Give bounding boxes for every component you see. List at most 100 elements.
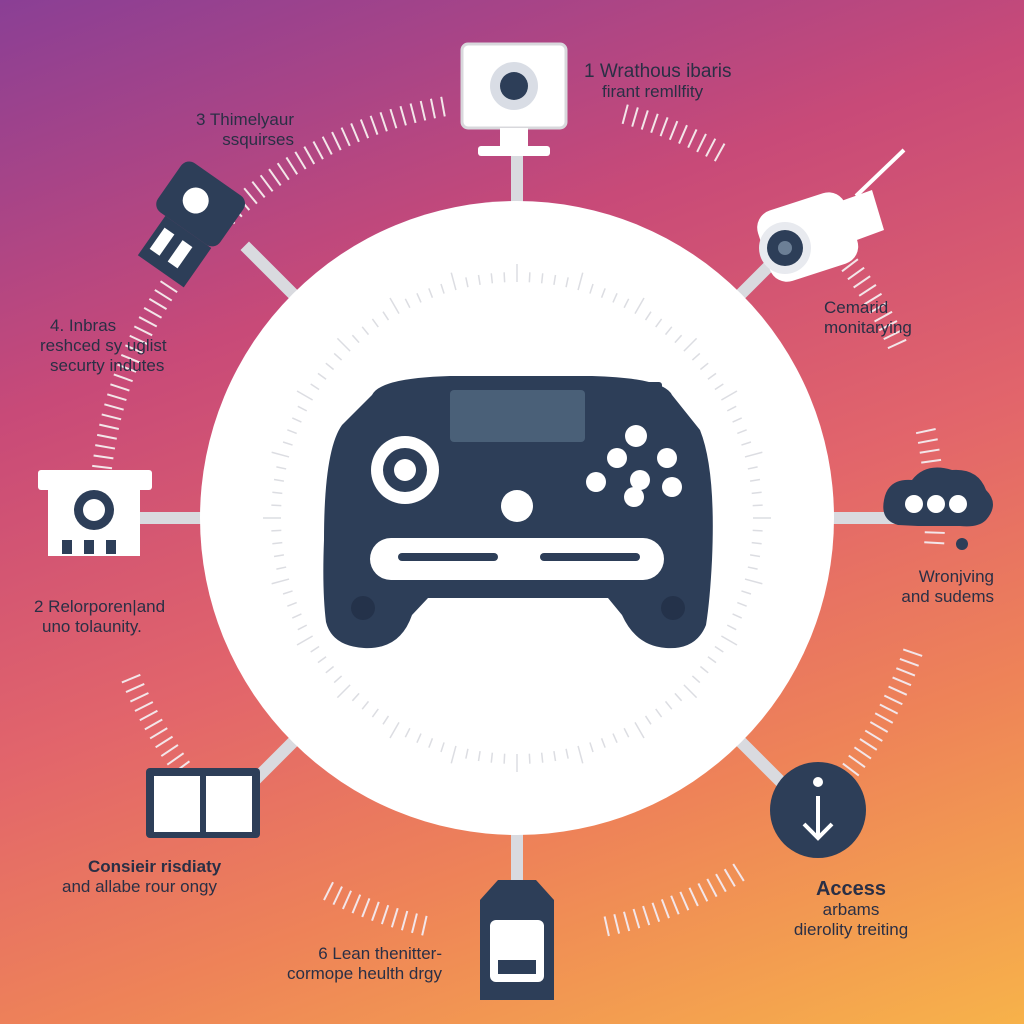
inner-tick (282, 590, 293, 595)
outer-tick (874, 712, 894, 724)
outer-tick (312, 141, 324, 160)
inner-tick (577, 745, 584, 764)
outer-tick (155, 735, 174, 749)
outer-tick (332, 886, 343, 906)
inner-tick (565, 748, 569, 759)
gamepad-icon (323, 376, 713, 649)
inner-tick (310, 645, 320, 653)
inner-tick (714, 383, 724, 391)
inner-tick (287, 429, 297, 435)
outer-tick (99, 423, 120, 430)
inner-tick (503, 753, 506, 764)
outer-tick (106, 393, 127, 402)
outer-tick (899, 657, 920, 667)
outer-tick (678, 124, 688, 144)
inner-tick (287, 601, 297, 607)
outer-tick (121, 673, 141, 684)
inner-tick (664, 700, 673, 710)
inner-tick (291, 613, 302, 619)
outer-tick (688, 887, 699, 907)
inner-tick (699, 362, 709, 371)
outer-tick (251, 181, 266, 198)
outer-tick (101, 413, 122, 421)
outer-tick (138, 316, 158, 328)
inner-tick (440, 742, 445, 753)
outer-tick (915, 428, 936, 435)
inner-tick (272, 541, 283, 545)
inner-tick (271, 529, 282, 532)
outer-tick-ring (89, 96, 945, 937)
outer-tick (640, 110, 649, 130)
outer-tick (117, 363, 137, 373)
outer-tick (93, 454, 114, 460)
inner-tick (291, 417, 302, 423)
inner-tick (361, 326, 370, 336)
inner-tick (336, 684, 351, 699)
inner-tick (749, 554, 761, 558)
outer-tick (853, 746, 872, 760)
inner-tick (465, 277, 469, 288)
inner-tick (747, 466, 758, 470)
outer-tick (361, 898, 371, 918)
outer-tick (696, 133, 707, 153)
outer-tick (133, 325, 153, 337)
outer-tick (888, 685, 908, 696)
outer-tick (113, 373, 133, 383)
inner-tick (732, 613, 743, 619)
node-6-label: 6 Lean thenitter- cormope heulth drgy (287, 944, 442, 983)
outer-tick (359, 119, 370, 139)
inner-tick (382, 311, 390, 321)
inner-tick (714, 645, 724, 653)
outer-tick (713, 143, 726, 162)
inner-tick (361, 700, 370, 710)
outer-tick (650, 113, 659, 134)
outer-tick (613, 913, 621, 934)
inner-tick (691, 675, 701, 684)
outer-tick (883, 694, 903, 706)
inner-tick (416, 292, 422, 303)
inner-tick (477, 750, 481, 762)
inner-tick (296, 635, 313, 646)
inner-tick (490, 273, 494, 284)
inner-tick (749, 478, 761, 482)
inner-tick (317, 372, 327, 380)
inner-tick (382, 715, 390, 725)
inner-tick (404, 727, 411, 738)
outer-tick (853, 275, 871, 289)
inner-tick (325, 362, 335, 371)
outer-tick (124, 344, 145, 355)
inner-tick (644, 311, 652, 321)
inner-tick (623, 298, 630, 309)
projector-device-icon (38, 470, 152, 556)
outer-tick (874, 310, 893, 323)
inner-tick (707, 372, 717, 380)
outer-tick (847, 266, 865, 281)
outer-tick (409, 103, 417, 124)
inner-tick (540, 273, 544, 284)
node-1-label: 1 Wrathous ibaris firant remllfity (584, 61, 732, 102)
inner-tick (333, 675, 343, 684)
outer-tick (92, 464, 113, 470)
inner-tick (644, 715, 652, 725)
outer-tick (697, 883, 709, 902)
inner-tick (310, 383, 320, 391)
inner-tick (747, 566, 758, 570)
inner-tick (752, 504, 763, 507)
outer-tick (863, 292, 883, 306)
outer-tick (95, 444, 116, 450)
inner-tick (634, 722, 645, 739)
outer-tick (390, 907, 399, 928)
outer-tick (129, 334, 149, 346)
outer-tick (340, 127, 351, 147)
outer-tick (732, 863, 745, 882)
inner-tick (634, 297, 645, 314)
inner-tick (674, 334, 683, 344)
security-camera-icon (757, 148, 906, 282)
consier-label: Consieir risdiaty and allabe rour ongy (62, 857, 222, 896)
outer-tick (331, 131, 342, 151)
inner-tick (333, 352, 343, 361)
outer-tick (276, 162, 290, 181)
inner-tick (589, 283, 594, 294)
inner-tick (271, 578, 290, 585)
cloud-label: Wronjving and sudems (901, 567, 994, 606)
